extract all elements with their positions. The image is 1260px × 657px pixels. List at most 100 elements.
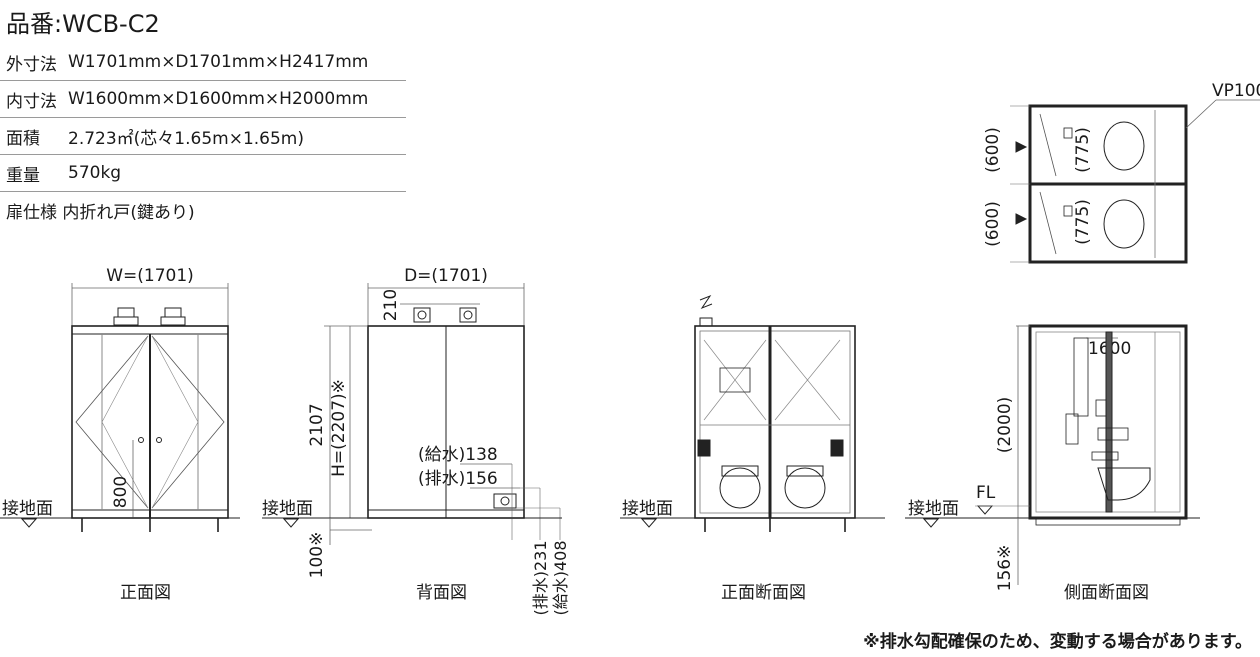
plan-vp-label: VP100 (1212, 81, 1260, 101)
vent-icon (164, 307, 182, 318)
plan-d2-label: (600) (983, 201, 1003, 247)
control-icon (1097, 427, 1129, 441)
side-section-view: 1600 (2000) FL 156※ (905, 324, 1200, 592)
side-ground-label: 接地面 (908, 499, 959, 519)
toilet-seat-icon (786, 465, 824, 477)
door-knob-icon (156, 437, 162, 443)
ground-mark-icon (20, 518, 38, 528)
back-depth-label: D=(1701) (404, 266, 488, 286)
vent-icon (117, 307, 135, 318)
back-2107-label: 2107 (307, 403, 327, 446)
front-width-label: W=(1701) (106, 266, 194, 286)
spec-key: 重量 (0, 154, 62, 192)
sink-icon (1063, 127, 1073, 139)
footnote: ※排水勾配確保のため、変動する場合があります。 (863, 632, 1252, 652)
front-view: W=(1701) 800 (0, 266, 240, 532)
spec-value: 570kg (62, 154, 406, 192)
spec-value: 内折れ戸(鍵あり) (62, 202, 195, 223)
spec-key: 外寸法 (0, 44, 62, 81)
back-drain-label: (排水)156 (418, 469, 498, 489)
paper-holder-icon (830, 439, 844, 457)
ground-mark-icon (640, 518, 658, 528)
back-supply-label: (給水)138 (418, 445, 498, 465)
plan-d3-label: (775) (1073, 127, 1093, 173)
door-fold (774, 339, 841, 421)
front-section-view (620, 294, 885, 532)
vent-icon (417, 310, 427, 320)
door-knob-icon (138, 437, 144, 443)
spec-value: W1600mm×D1600mm×H2000mm (62, 80, 406, 118)
plan-view: VP100 (600) (600) (775) (775) (983, 81, 1260, 264)
door-fold (151, 335, 225, 509)
pipe-icon (493, 493, 517, 509)
pipe-icon (500, 496, 510, 506)
door-fold (1039, 191, 1057, 255)
paper-holder-icon (697, 439, 711, 457)
toilet-plan-icon (1103, 199, 1145, 249)
toilet-seat-icon (721, 465, 759, 477)
spec-value: W1701mm×D1701mm×H2417mm (62, 44, 406, 81)
plan-d1-label: (600) (983, 127, 1003, 173)
spec-key: 内寸法 (0, 80, 62, 118)
back-supply-v-label: (給水)408 (551, 540, 570, 615)
door-fold (151, 335, 199, 509)
door-fold (703, 339, 767, 421)
front-ground-label: 接地面 (2, 499, 53, 519)
side-inner-h-label: (2000) (995, 397, 1015, 454)
shelf-icon (1095, 399, 1107, 417)
toilet-icon (719, 467, 761, 509)
section-ground-label: 接地面 (622, 499, 673, 519)
spec-value: 2.723㎡(芯々1.65m×1.65m) (62, 117, 406, 155)
toilet-plan-icon (1103, 121, 1145, 171)
ground-mark-icon (922, 518, 940, 528)
vent-pipe-icon (699, 294, 713, 310)
fl-mark-icon (976, 505, 994, 515)
vent-icon (699, 317, 713, 327)
front-section-caption: 正面断面図 (721, 583, 806, 603)
seat-icon (1091, 451, 1119, 461)
vent-base (113, 316, 139, 326)
vent-base (160, 316, 186, 326)
side-section-caption: 側面断面図 (1064, 583, 1149, 603)
side-fl-label: FL (976, 483, 996, 503)
vent-icon (413, 307, 431, 323)
front-height-label: 800 (111, 476, 131, 508)
door-fold (1039, 113, 1057, 177)
back-ground-label: 接地面 (262, 499, 313, 519)
arrow-icon (1015, 141, 1028, 153)
back-drain-v-label: (排水)231 (531, 540, 550, 615)
toilet-side-icon (1097, 467, 1151, 501)
vent-icon (463, 310, 473, 320)
spec-key: 面積 (0, 117, 62, 155)
spec-door: 扉仕様 内折れ戸(鍵あり) (0, 192, 406, 229)
side-base-label: 156※ (995, 545, 1015, 592)
spec-row: 扉仕様 内折れ戸(鍵あり) (0, 192, 406, 229)
front-caption: 正面図 (120, 583, 171, 603)
door-fold (75, 335, 149, 509)
back-top-label: 210 (381, 289, 401, 321)
base-frame (1035, 517, 1181, 526)
vent-icon (459, 307, 477, 323)
plan-d4-label: (775) (1073, 199, 1093, 245)
back-base-label: 100※ (307, 532, 327, 579)
control-panel-icon (719, 367, 751, 393)
leader-line (1185, 99, 1217, 129)
ground-mark-icon (282, 518, 300, 528)
pipe-column (1073, 337, 1089, 417)
door-panel (1105, 331, 1113, 513)
sink-icon (1063, 205, 1073, 217)
product-title: 品番:WCB-C2 (6, 10, 160, 38)
spec-key: 扉仕様 (6, 202, 57, 223)
tank-icon (1065, 413, 1079, 445)
back-view: D=(1701) 210 2107 H=(2207)※ (給水)138 (排水)… (262, 266, 570, 616)
back-h-label: H=(2207)※ (329, 379, 349, 477)
section-body (694, 325, 856, 519)
toilet-icon (784, 467, 826, 509)
arrow-icon (1015, 213, 1028, 225)
section-inner (699, 330, 851, 514)
